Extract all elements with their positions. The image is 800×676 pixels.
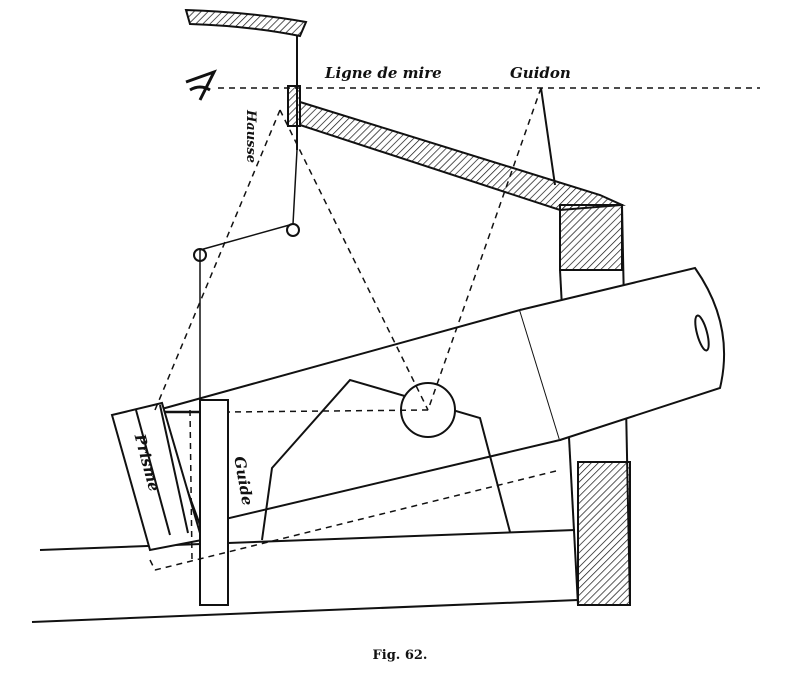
front-sight-rod: [540, 87, 556, 186]
label-front-sight: Guidon: [510, 64, 571, 82]
cord: [199, 149, 298, 400]
label-line-of-sight: Ligne de mire: [325, 64, 442, 82]
gun-carriage: [261, 378, 511, 541]
label-rear-sight: Hausse: [243, 110, 258, 164]
guide-bar: [199, 399, 229, 606]
cannon-muzzle: [519, 266, 726, 441]
ground-line-upper: [39, 529, 576, 551]
eye-icon: [185, 69, 218, 101]
construction-lines: [149, 87, 561, 571]
figure-caption: Fig. 62.: [372, 648, 428, 663]
roof-slab: [299, 100, 626, 212]
rear-sight-clamp: [287, 85, 301, 127]
muzzle-bore: [694, 314, 710, 352]
top-hatched-piece: [184, 8, 308, 38]
ground-line-lower: [31, 599, 579, 623]
